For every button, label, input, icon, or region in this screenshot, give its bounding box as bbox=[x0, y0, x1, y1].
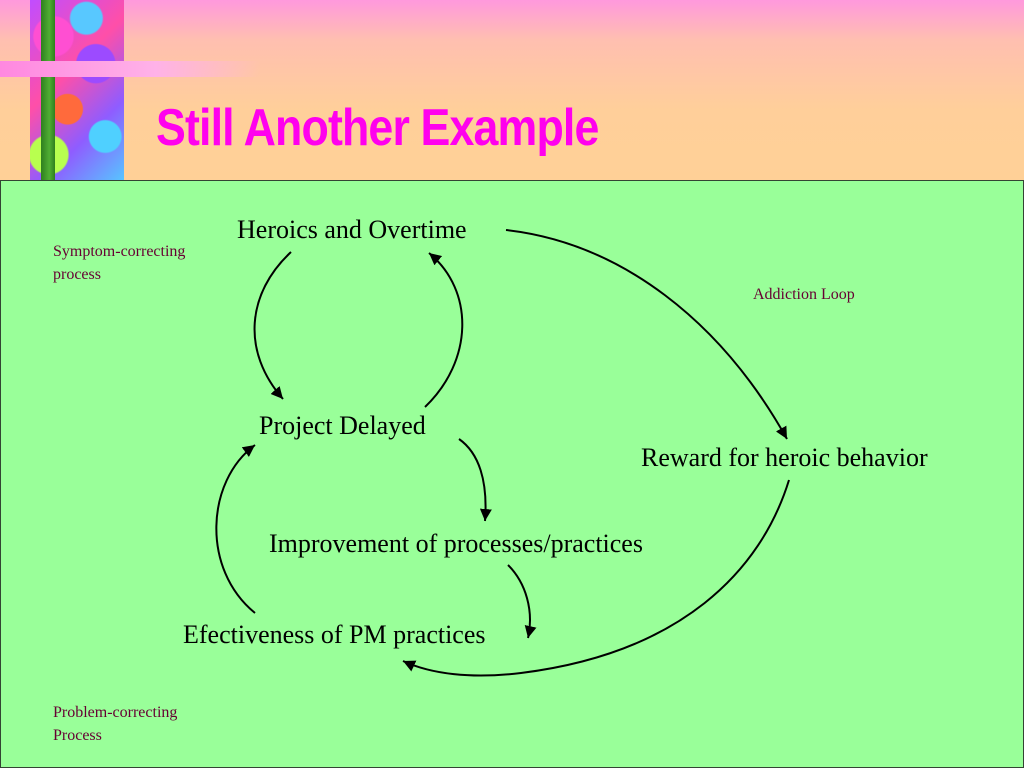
decorative-horizontal-bar bbox=[0, 61, 260, 77]
note-problem-line1: Problem-correcting bbox=[53, 704, 178, 721]
slide-title: Still Another Example bbox=[156, 99, 599, 157]
decorative-vertical-bar bbox=[41, 0, 55, 182]
edge-delayed-to-improvement bbox=[458, 438, 492, 522]
node-reward-for-heroic-behavior: Reward for heroic behavior bbox=[641, 443, 928, 472]
note-addiction-loop: Addiction Loop bbox=[753, 286, 855, 303]
node-heroics-and-overtime: Heroics and Overtime bbox=[237, 215, 467, 244]
node-project-delayed: Project Delayed bbox=[259, 411, 426, 440]
note-symptom-line2: process bbox=[53, 266, 101, 283]
edge-heroics-to-reward bbox=[505, 229, 788, 440]
edge-improvement-to-effectiveness bbox=[507, 564, 537, 639]
note-problem-correcting: Problem-correcting Process bbox=[53, 701, 177, 747]
diagram-panel: Heroics and Overtime Project Delayed Rew… bbox=[0, 180, 1024, 768]
note-problem-line2: Process bbox=[53, 727, 102, 744]
edge-delayed-to-heroics bbox=[424, 252, 464, 408]
edge-effectiveness-to-delayed bbox=[215, 444, 256, 614]
node-effectiveness-of-pm-practices: Efectiveness of PM practices bbox=[183, 620, 486, 649]
note-symptom-correcting: Symptom-correcting process bbox=[53, 240, 185, 286]
node-improvement-of-processes: Improvement of processes/practices bbox=[269, 529, 643, 558]
edge-heroics-to-delayed bbox=[253, 251, 292, 400]
edge-reward-to-effectiveness bbox=[402, 479, 790, 677]
note-symptom-line1: Symptom-correcting bbox=[53, 243, 186, 260]
diagram-arrows bbox=[215, 229, 790, 677]
